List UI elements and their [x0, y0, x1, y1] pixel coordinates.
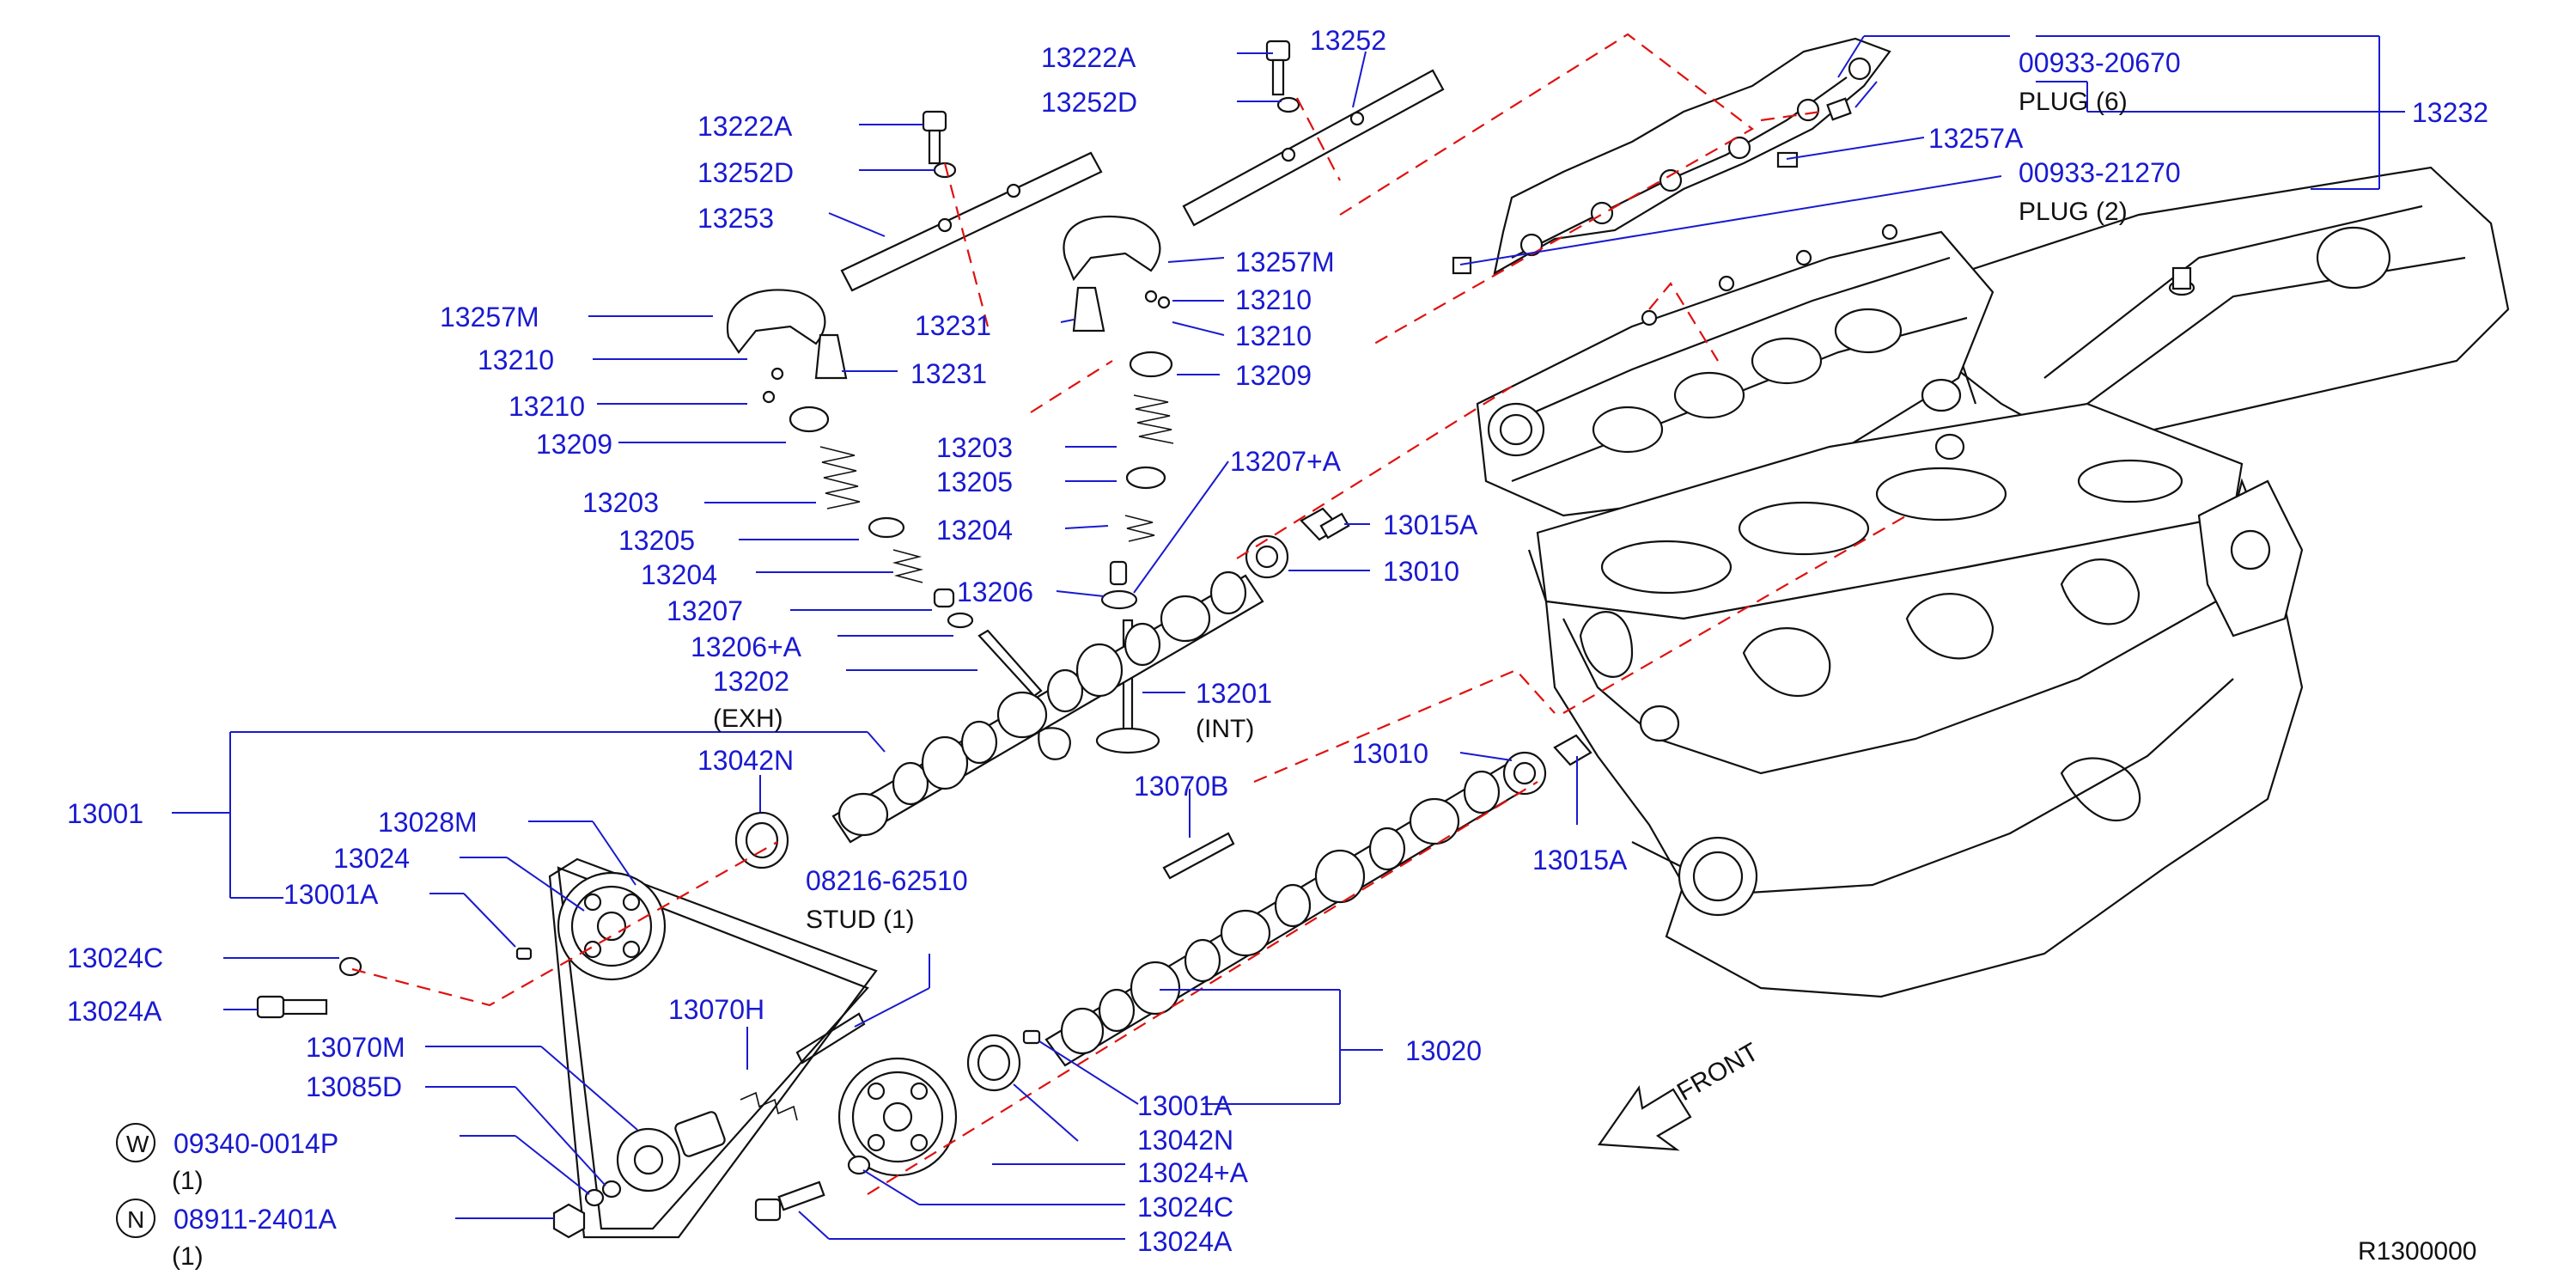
label-13210-a: 13210 [1235, 284, 1312, 315]
label-13206: 13206 [957, 576, 1033, 607]
label-13024a-left: 13024A [67, 996, 162, 1027]
label-13024: 13024 [333, 843, 410, 874]
label-13070b: 13070B [1134, 771, 1228, 802]
label-13001a-left: 13001A [283, 879, 379, 910]
label-13207-plus-a: 13207+A [1230, 446, 1342, 477]
label-plug-2: PLUG (2) [2019, 198, 2128, 226]
label-13210-left-a: 13210 [478, 345, 554, 375]
w-marker-letter: W [126, 1131, 149, 1157]
label-stud: STUD (1) [806, 906, 915, 934]
label-13222a-left: 13222A [697, 111, 793, 142]
cam-bracket-illustration [1452, 37, 1891, 276]
n-marker-circle [116, 1199, 155, 1238]
label-plug-6: PLUG (6) [2019, 88, 2128, 116]
label-13001a-right: 13001A [1137, 1090, 1233, 1121]
label-13070h: 13070H [668, 994, 764, 1025]
label-13252d-top: 13252D [1041, 87, 1137, 118]
label-qty-n: (1) [172, 1242, 204, 1271]
label-13252d-left: 13252D [697, 157, 794, 188]
front-arrow [1597, 1085, 1692, 1151]
label-00933-20670: 00933-20670 [2019, 47, 2181, 78]
label-13232: 13232 [2412, 97, 2488, 128]
rocker-shaft-parts [726, 40, 1445, 760]
label-08216-62510: 08216-62510 [806, 865, 968, 896]
label-13257m-left: 13257M [440, 302, 539, 332]
label-13210-b: 13210 [1235, 320, 1312, 351]
label-09340-0014p: 09340-0014P [174, 1128, 338, 1159]
label-13024-plus-a: 13024+A [1137, 1157, 1249, 1188]
label-13231-center: 13231 [915, 310, 991, 341]
label-13222a-top: 13222A [1041, 42, 1136, 73]
label-13010-bottom: 13010 [1352, 738, 1428, 769]
label-13020: 13020 [1405, 1035, 1482, 1066]
label-13206-plus-a: 13206+A [691, 631, 802, 662]
label-13024c-left: 13024C [67, 943, 163, 973]
label-13257m-right: 13257M [1235, 247, 1335, 278]
label-13205-left: 13205 [618, 525, 695, 556]
label-13010-top: 13010 [1383, 556, 1459, 587]
label-13042n-top: 13042N [697, 745, 794, 776]
label-13204-right: 13204 [936, 515, 1013, 546]
label-13203-left: 13203 [582, 487, 659, 518]
label-13210-left-b: 13210 [509, 391, 585, 422]
label-exh: (EXH) [713, 705, 783, 733]
label-13028m: 13028M [378, 807, 478, 838]
label-13085d: 13085D [306, 1071, 402, 1102]
label-13204-left: 13204 [641, 559, 717, 590]
label-int: (INT) [1196, 715, 1254, 743]
timing-belt-sprockets [256, 857, 958, 1239]
label-13205-right: 13205 [936, 467, 1013, 497]
leader-lines [172, 35, 2405, 1240]
label-front: FRONT [1672, 1038, 1763, 1107]
engine-block-illustration [1476, 166, 2510, 998]
centerlines [351, 33, 1908, 1195]
label-13042n-bottom: 13042N [1137, 1125, 1233, 1156]
label-13252: 13252 [1310, 25, 1386, 56]
label-13024a-right: 13024A [1137, 1226, 1233, 1257]
label-00933-21270: 00933-21270 [2019, 157, 2181, 188]
label-qty-w: (1) [172, 1167, 204, 1195]
label-13257a: 13257A [1928, 123, 2024, 154]
reference-code: R1300000 [2358, 1237, 2476, 1266]
label-13015a-top: 13015A [1383, 509, 1478, 540]
label-13001: 13001 [67, 798, 143, 829]
label-13024c-right: 13024C [1137, 1192, 1233, 1223]
n-marker-letter: N [127, 1206, 144, 1233]
part-labels: 13222A 13252 13252D 13222A 13252D 13253 … [67, 25, 2488, 1271]
label-13209-right: 13209 [1235, 360, 1312, 391]
label-13203-right: 13203 [936, 432, 1013, 463]
label-08911-2401a: 08911-2401A [174, 1204, 337, 1235]
label-13202: 13202 [713, 666, 789, 697]
w-marker-circle [116, 1123, 155, 1162]
camshafts [515, 507, 1592, 1092]
label-13209-left: 13209 [536, 429, 612, 460]
label-13231-left: 13231 [910, 358, 987, 389]
label-13015a-bottom: 13015A [1532, 845, 1628, 875]
label-13207: 13207 [667, 595, 743, 626]
label-13201: 13201 [1196, 678, 1272, 709]
label-13253: 13253 [697, 203, 774, 234]
label-13070m: 13070M [306, 1032, 405, 1063]
